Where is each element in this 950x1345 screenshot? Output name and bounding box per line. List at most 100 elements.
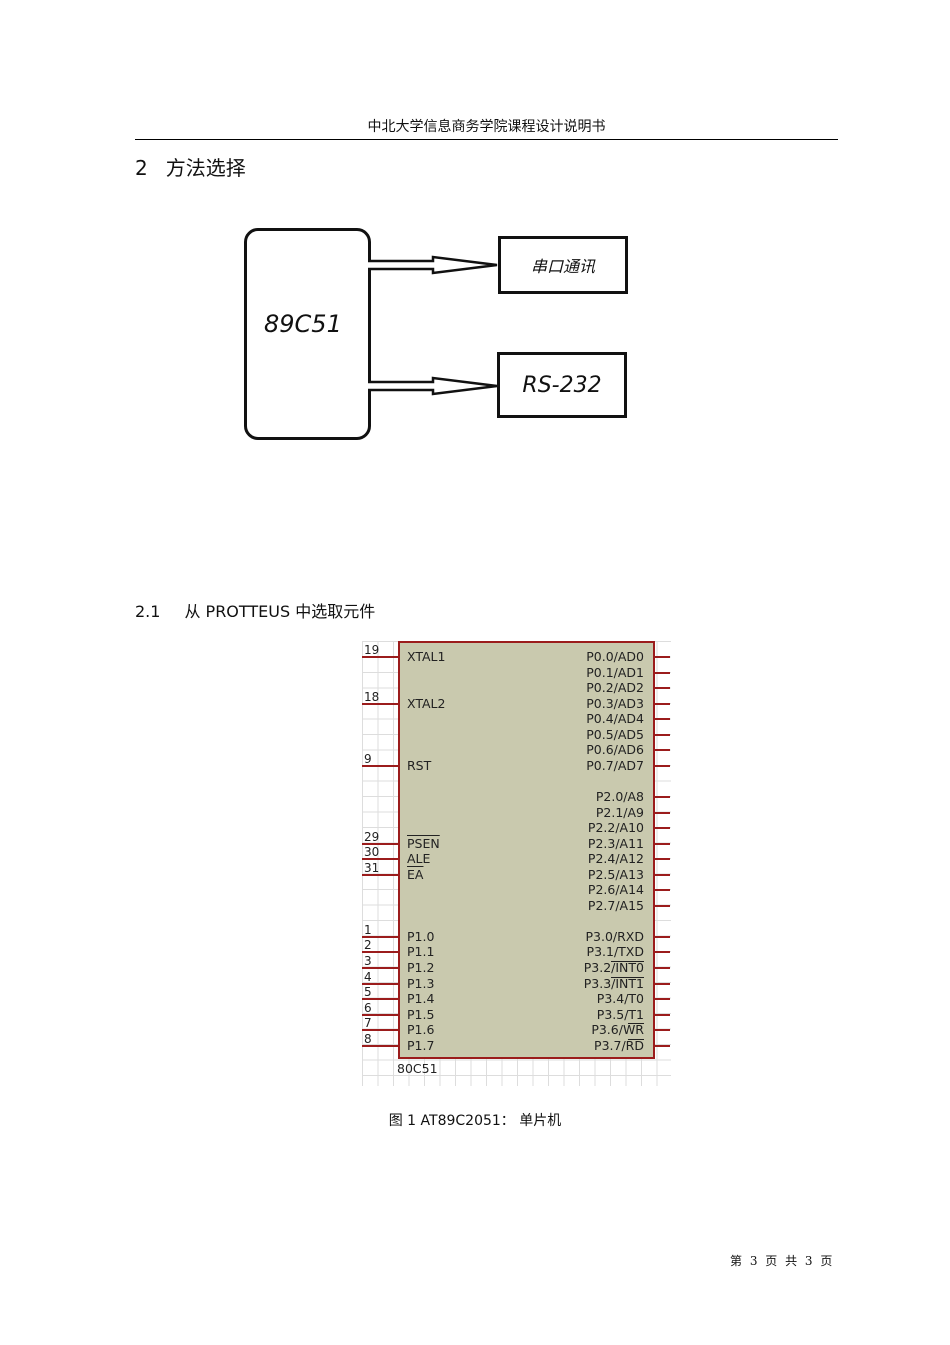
pin-line <box>653 1029 670 1032</box>
mcu-label: 89C51 <box>264 310 342 338</box>
pin-label: P2.0/A8 <box>595 788 644 804</box>
pin-label: P2.2/A10 <box>587 820 644 836</box>
pin-line <box>653 827 670 830</box>
header-rule <box>135 139 838 140</box>
pin-line <box>653 935 670 938</box>
arrow-to-serial <box>368 255 498 275</box>
figure-caption: 图 1 AT89C2051： 单片机 <box>388 1113 562 1129</box>
pin-number: 5 <box>364 985 372 1000</box>
pin-line <box>362 982 398 985</box>
subsection-heading: 2.1 从 PROTTEUS 中选取元件 <box>135 598 375 622</box>
pin-label: RST <box>407 757 432 773</box>
section-title: 方法选择 <box>165 156 246 180</box>
pin-line <box>362 951 398 954</box>
pin-number: 9 <box>364 751 372 766</box>
section-heading: 2 方法选择 <box>135 152 264 181</box>
arrows <box>368 255 498 396</box>
pin-number: 6 <box>364 1000 372 1015</box>
pin-label: P3.4/T0 <box>596 991 644 1007</box>
pin-line <box>362 1029 398 1032</box>
pin-label: EA <box>407 866 424 882</box>
pin-label: P1.2 <box>407 960 435 975</box>
pin-line <box>362 998 398 1001</box>
pin-label: P0.6/AD6 <box>586 742 644 758</box>
pin-number: 29 <box>364 829 380 844</box>
pin-line <box>362 935 398 938</box>
pin-label: P2.3/A11 <box>587 835 644 851</box>
pin-label: P3.3/INT1 <box>583 975 644 991</box>
pin-label: XTAL2 <box>407 695 446 711</box>
pin-label: P1.1 <box>407 944 435 960</box>
rs232-box: RS-232 <box>497 352 627 418</box>
pin-label: P3.5/T1 <box>596 1006 644 1022</box>
pin-number: 8 <box>364 1031 372 1046</box>
pin-line <box>653 733 670 736</box>
pin-label: P2.7/A15 <box>587 897 644 913</box>
mcu-block <box>244 228 371 440</box>
pin-line <box>653 749 670 752</box>
pin-label: P1.6 <box>407 1022 435 1038</box>
pin-line <box>653 904 670 907</box>
pin-line <box>653 671 670 674</box>
pin-line <box>653 842 670 845</box>
page-header: 中北大学信息商务学院课程设计说明书 <box>367 119 606 135</box>
serial-comm-box: 串口通讯 <box>498 236 628 294</box>
pin-label: P1.0 <box>407 928 435 944</box>
pin-line <box>653 889 670 892</box>
page-footer: 第 3 页 共 3 页 <box>730 1254 835 1268</box>
pin-label: P1.4 <box>407 991 435 1007</box>
section-number: 2 <box>135 156 148 180</box>
pin-line <box>362 656 398 658</box>
pin-line <box>362 873 398 876</box>
pin-number: 2 <box>364 938 372 953</box>
pin-label: P0.3/AD3 <box>586 695 644 711</box>
pin-label: PSEN <box>407 835 440 851</box>
pin-label: P3.0/RXD <box>585 928 644 944</box>
pin-label: P3.2/INT0 <box>583 960 644 975</box>
pin-label: P0.7/AD7 <box>586 757 644 773</box>
pin-line <box>653 951 670 954</box>
pin-line <box>653 795 670 798</box>
pin-line <box>362 858 398 861</box>
pin-label: P0.2/AD2 <box>586 680 644 696</box>
pin-line <box>653 764 670 767</box>
pin-line <box>653 811 670 814</box>
pin-label: P3.6/WR <box>591 1022 644 1038</box>
pin-label: P0.1/AD1 <box>586 664 644 680</box>
pin-label: P2.5/A13 <box>587 866 644 882</box>
arrow-to-rs232 <box>368 376 498 396</box>
pin-label: P0.5/AD5 <box>586 726 644 742</box>
pin-label: P0.4/AD4 <box>586 711 644 727</box>
subsection-number: 2.1 <box>135 602 161 621</box>
pin-line <box>362 1013 398 1016</box>
pin-line <box>362 1044 398 1047</box>
pin-line <box>653 687 670 690</box>
pin-label: P0.0/AD0 <box>586 649 644 664</box>
pin-number: 7 <box>364 1016 372 1031</box>
pin-line <box>653 1013 670 1016</box>
pin-label: P1.5 <box>407 1006 435 1022</box>
pin-line <box>653 702 670 705</box>
pin-line <box>362 764 398 767</box>
pin-line <box>653 718 670 721</box>
pin-number: 3 <box>364 954 372 968</box>
pin-line <box>653 858 670 861</box>
pin-number: 31 <box>364 860 380 875</box>
pin-label: P1.3 <box>407 975 435 991</box>
pin-line <box>362 702 398 705</box>
pin-label: P2.1/A9 <box>595 804 644 820</box>
subsection-title: 从 PROTTEUS 中选取元件 <box>184 602 376 621</box>
pin-number: 18 <box>364 689 380 704</box>
pin-line <box>653 1044 670 1047</box>
pin-number: 19 <box>364 643 380 657</box>
pin-line <box>653 982 670 985</box>
pin-number: 30 <box>364 845 380 860</box>
pin-label: P2.4/A12 <box>587 851 644 867</box>
pin-line <box>653 998 670 1001</box>
pin-label: P2.6/A14 <box>587 882 644 898</box>
pin-label: P1.7 <box>407 1037 435 1053</box>
pin-line <box>653 967 670 969</box>
pin-label: ALE <box>407 851 431 867</box>
pin-line <box>362 967 398 969</box>
